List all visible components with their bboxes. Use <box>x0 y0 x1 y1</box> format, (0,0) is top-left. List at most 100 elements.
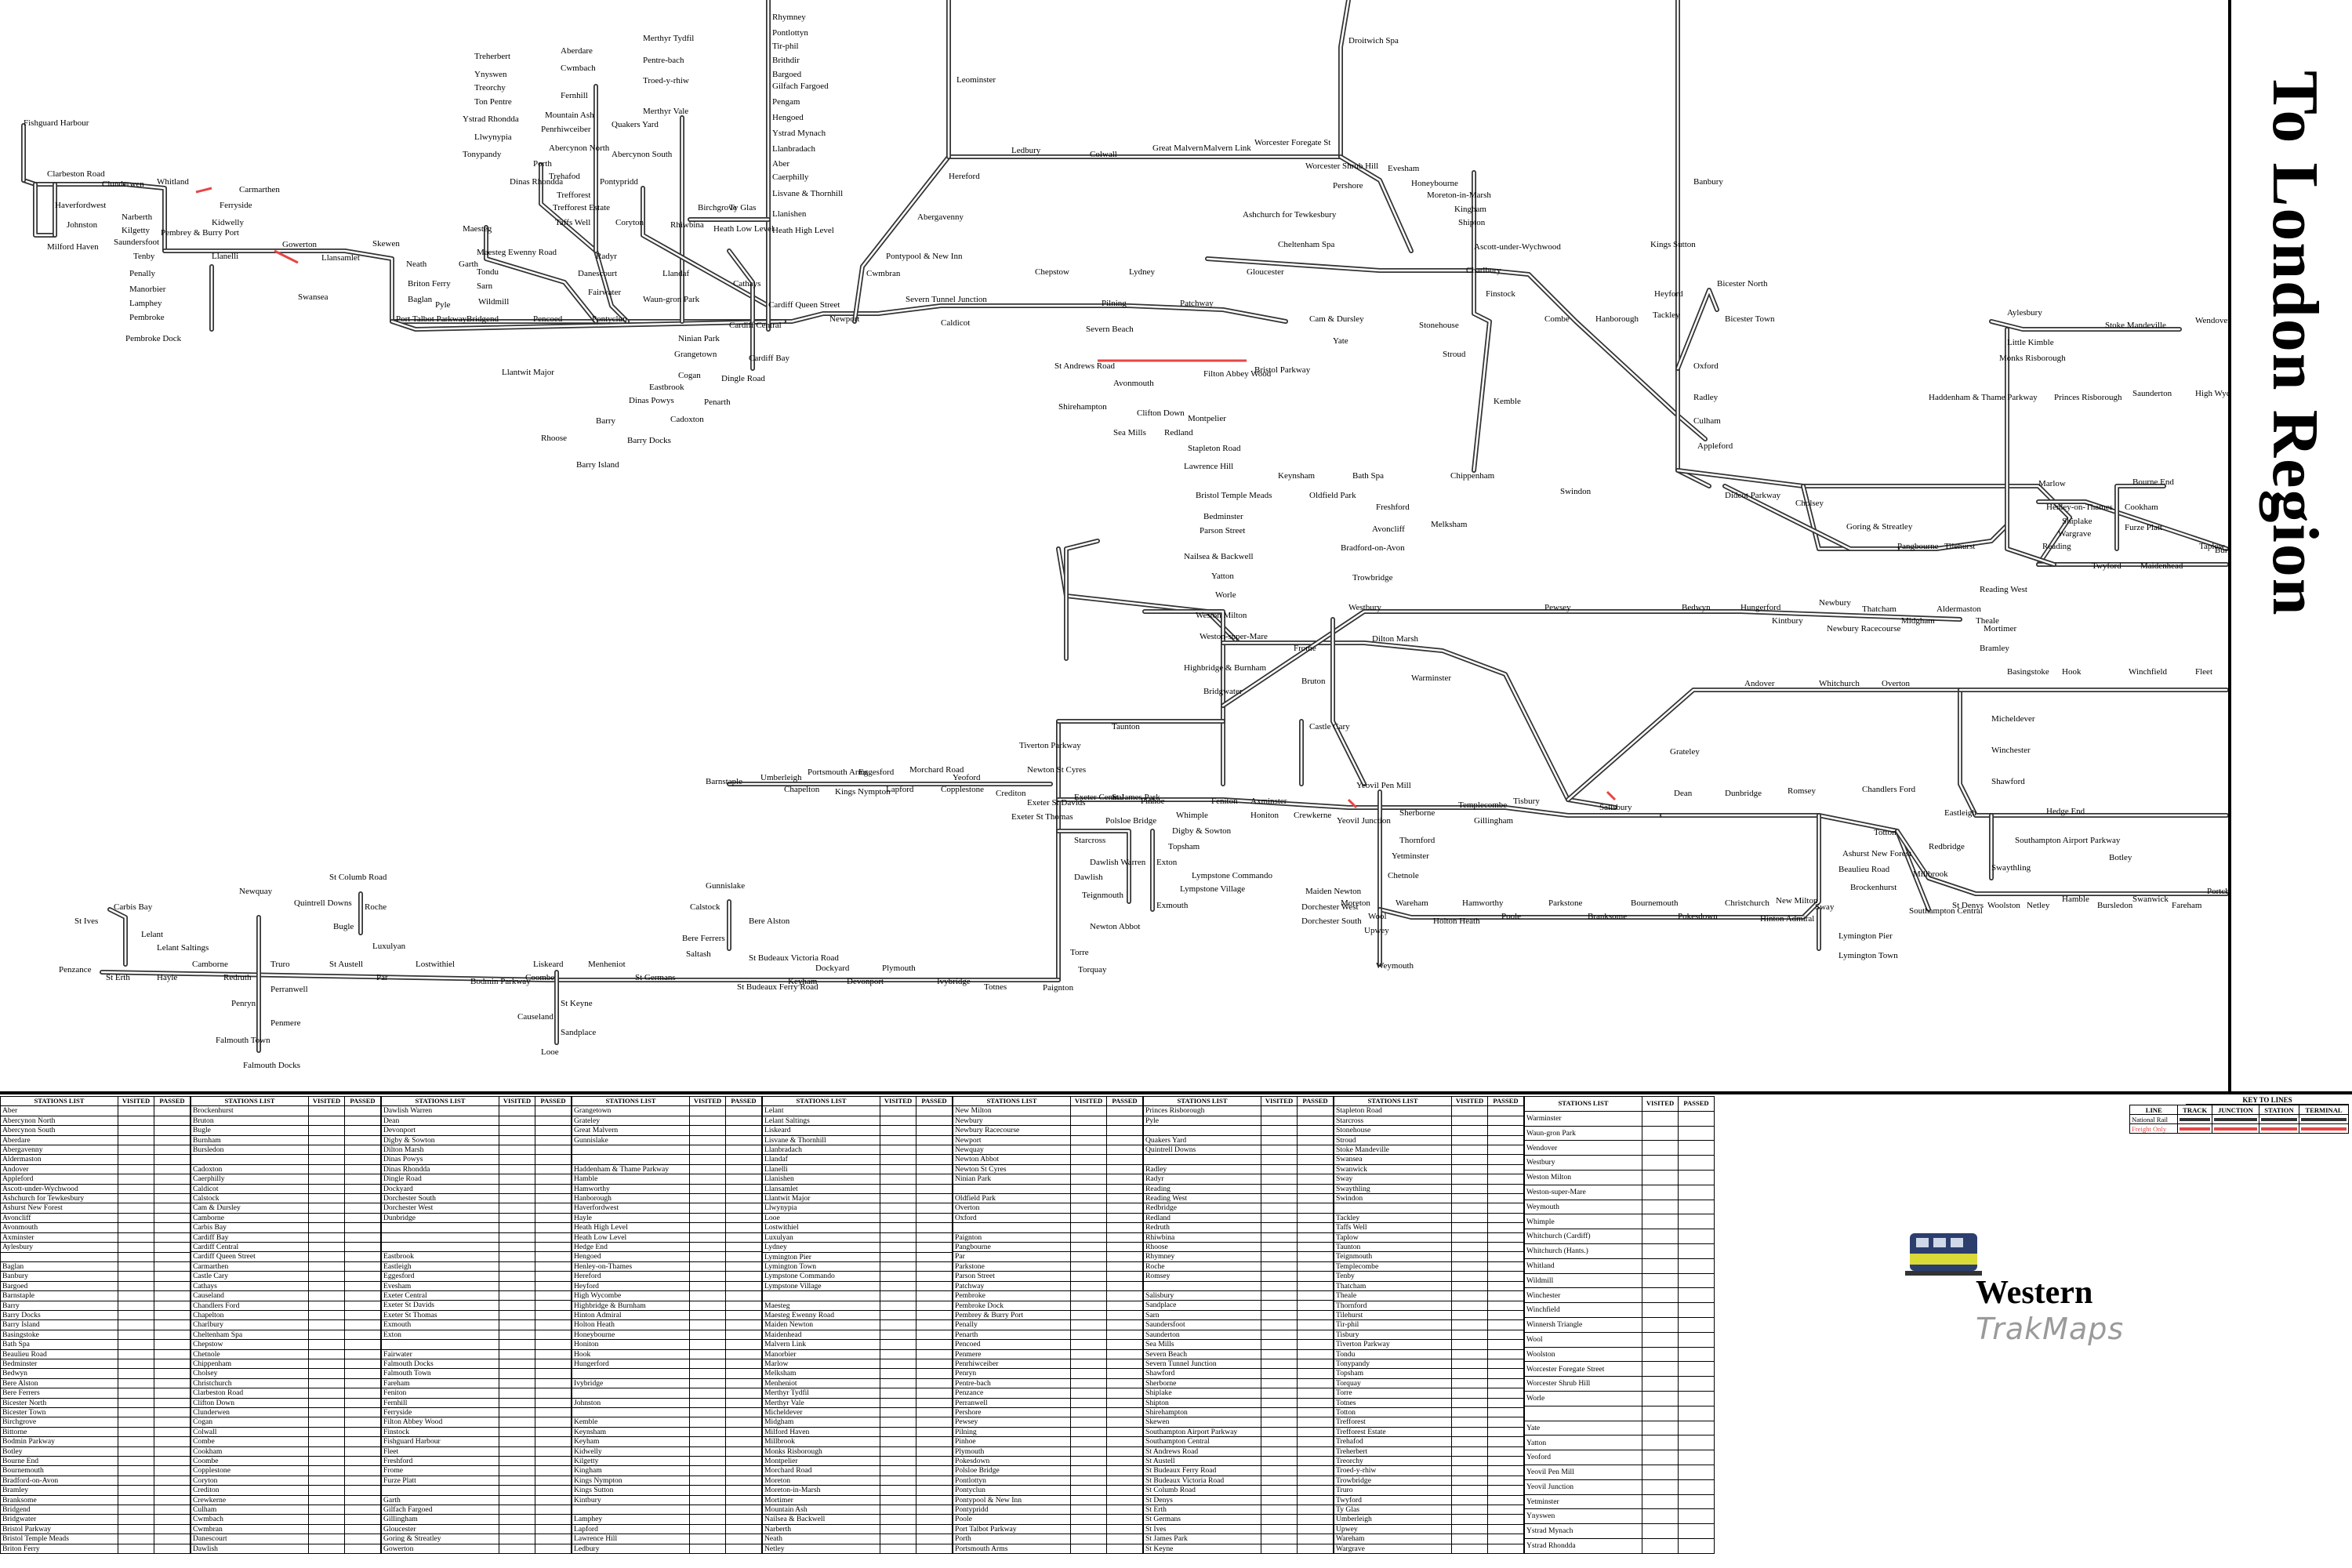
passed-checkbox[interactable] <box>1297 1163 1334 1175</box>
station-label[interactable]: Polsloe Bridge <box>1105 816 1156 826</box>
visited-checkbox[interactable] <box>118 1358 154 1370</box>
passed-checkbox[interactable] <box>1297 1242 1334 1253</box>
passed-checkbox[interactable] <box>535 1251 572 1262</box>
station-label[interactable]: Ascott-under-Wychwood <box>1474 242 1561 252</box>
passed-checkbox[interactable] <box>535 1309 572 1321</box>
passed-checkbox[interactable] <box>344 1163 381 1175</box>
station-label[interactable]: Newton St Cyres <box>1027 765 1086 775</box>
passed-checkbox[interactable] <box>916 1504 953 1515</box>
passed-checkbox[interactable] <box>916 1523 953 1535</box>
station-label[interactable]: Ystrad Mynach <box>772 129 826 138</box>
station-label[interactable]: Penrhiwceiber <box>541 125 591 134</box>
visited-checkbox[interactable] <box>118 1271 154 1282</box>
passed-checkbox[interactable] <box>154 1465 191 1476</box>
visited-checkbox[interactable] <box>1451 1271 1488 1282</box>
passed-checkbox[interactable] <box>1297 1261 1334 1272</box>
station-label[interactable]: Maiden Newton <box>1305 887 1362 896</box>
station-label[interactable]: Par <box>376 973 388 982</box>
passed-checkbox[interactable] <box>725 1212 762 1224</box>
visited-checkbox[interactable] <box>499 1212 535 1224</box>
visited-checkbox[interactable] <box>880 1494 916 1506</box>
passed-checkbox[interactable] <box>344 1485 381 1496</box>
passed-checkbox[interactable] <box>344 1348 381 1359</box>
passed-checkbox[interactable] <box>154 1319 191 1330</box>
passed-checkbox[interactable] <box>725 1426 762 1438</box>
visited-checkbox[interactable] <box>880 1417 916 1428</box>
passed-checkbox[interactable] <box>725 1455 762 1467</box>
visited-checkbox[interactable] <box>1642 1125 1679 1142</box>
visited-checkbox[interactable] <box>1451 1339 1488 1350</box>
passed-checkbox[interactable] <box>1106 1494 1143 1506</box>
visited-checkbox[interactable] <box>1451 1523 1488 1535</box>
passed-checkbox[interactable] <box>1297 1397 1334 1408</box>
visited-checkbox[interactable] <box>1070 1417 1107 1428</box>
visited-checkbox[interactable] <box>1451 1319 1488 1330</box>
visited-checkbox[interactable] <box>499 1534 535 1544</box>
station-label[interactable]: Fairwater <box>588 288 621 297</box>
visited-checkbox[interactable] <box>1451 1446 1488 1457</box>
station-label[interactable]: Twyford <box>2092 561 2122 571</box>
station-label[interactable]: Branksome <box>1588 912 1627 921</box>
visited-checkbox[interactable] <box>1642 1523 1679 1539</box>
visited-checkbox[interactable] <box>308 1426 345 1438</box>
visited-checkbox[interactable] <box>689 1280 726 1292</box>
visited-checkbox[interactable] <box>1642 1537 1679 1555</box>
station-label[interactable]: Crediton <box>996 789 1026 798</box>
station-label[interactable]: Hanborough <box>1595 314 1639 324</box>
station-label[interactable]: Newton Abbot <box>1090 922 1140 931</box>
station-label[interactable]: Mountain Ash <box>545 111 594 120</box>
visited-checkbox[interactable] <box>689 1251 726 1262</box>
visited-checkbox[interactable] <box>689 1426 726 1438</box>
station-label[interactable]: Aylesbury <box>2007 308 2042 318</box>
station-label[interactable]: Barry Docks <box>627 436 671 445</box>
visited-checkbox[interactable] <box>689 1329 726 1341</box>
station-label[interactable]: Quintrell Downs <box>294 898 352 908</box>
passed-checkbox[interactable] <box>344 1280 381 1292</box>
visited-checkbox[interactable] <box>1261 1261 1298 1272</box>
passed-checkbox[interactable] <box>1297 1455 1334 1467</box>
visited-checkbox[interactable] <box>118 1105 154 1116</box>
visited-checkbox[interactable] <box>308 1163 345 1175</box>
passed-checkbox[interactable] <box>916 1105 953 1116</box>
station-label[interactable]: Trowbridge <box>1352 573 1393 583</box>
visited-checkbox[interactable] <box>308 1446 345 1457</box>
station-label[interactable]: Yate <box>1333 336 1348 346</box>
station-label[interactable]: Lawrence Hill <box>1184 462 1233 471</box>
station-label[interactable]: Reading <box>2042 542 2071 551</box>
station-label[interactable]: Teignmouth <box>1082 891 1124 900</box>
station-label[interactable]: Bridgwater <box>1203 687 1243 696</box>
station-label[interactable]: Worle <box>1215 590 1236 600</box>
passed-checkbox[interactable] <box>154 1105 191 1116</box>
visited-checkbox[interactable] <box>499 1436 535 1447</box>
station-label[interactable]: Yatton <box>1211 572 1234 581</box>
visited-checkbox[interactable] <box>1070 1397 1107 1408</box>
passed-checkbox[interactable] <box>154 1232 191 1243</box>
passed-checkbox[interactable] <box>1297 1290 1334 1301</box>
station-label[interactable]: Pencoed <box>533 314 563 324</box>
visited-checkbox[interactable] <box>499 1485 535 1496</box>
visited-checkbox[interactable] <box>499 1514 535 1525</box>
visited-checkbox[interactable] <box>1451 1494 1488 1506</box>
station-label[interactable]: Lostwithiel <box>416 960 455 969</box>
station-label[interactable]: Patchway <box>1180 299 1214 308</box>
visited-checkbox[interactable] <box>308 1329 345 1341</box>
station-label[interactable]: Gilfach Fargoed <box>772 82 829 91</box>
visited-checkbox[interactable] <box>308 1154 345 1165</box>
passed-checkbox[interactable] <box>725 1134 762 1146</box>
visited-checkbox[interactable] <box>880 1514 916 1525</box>
station-label[interactable]: Trehafod <box>549 172 580 181</box>
station-label[interactable]: Bere Ferrers <box>682 934 725 943</box>
station-label[interactable]: Combe <box>1544 314 1570 324</box>
station-label[interactable]: Gunnislake <box>706 881 745 891</box>
station-label[interactable]: Appleford <box>1697 441 1733 451</box>
visited-checkbox[interactable] <box>1261 1183 1298 1195</box>
station-label[interactable]: Penally <box>129 269 155 278</box>
visited-checkbox[interactable] <box>499 1377 535 1389</box>
station-label[interactable]: Moreton <box>1341 898 1370 908</box>
station-label[interactable]: Westbury <box>1348 603 1381 612</box>
visited-checkbox[interactable] <box>1642 1450 1679 1465</box>
station-label[interactable]: Newport <box>829 314 860 324</box>
visited-checkbox[interactable] <box>689 1290 726 1301</box>
visited-checkbox[interactable] <box>1642 1435 1679 1451</box>
visited-checkbox[interactable] <box>1261 1339 1298 1350</box>
